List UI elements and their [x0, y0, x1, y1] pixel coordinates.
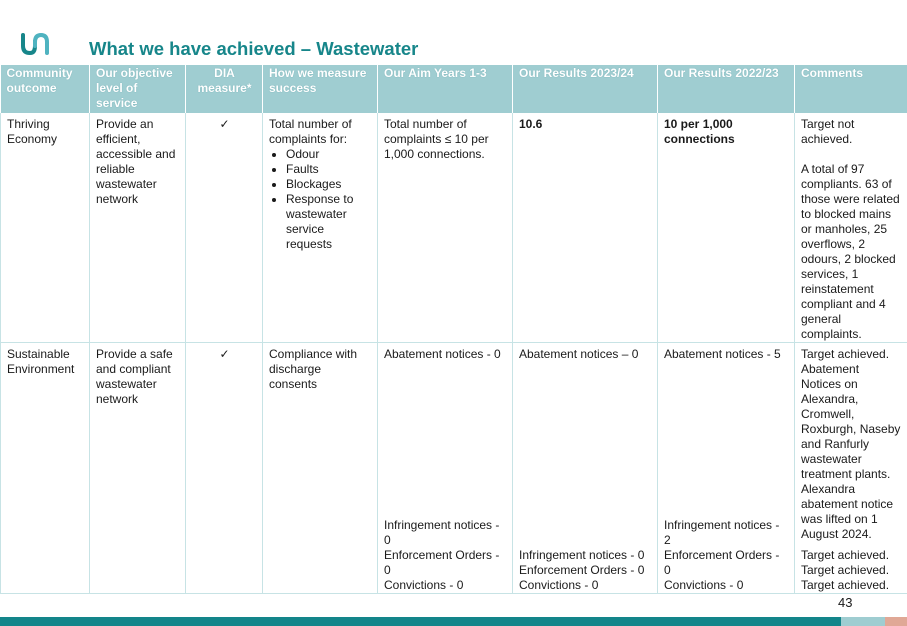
- r2324-convictions: Convictions - 0: [519, 578, 599, 592]
- comment-detail: A total of 97 compliants. 63 of those we…: [801, 162, 900, 341]
- list-item: Response to wastewater service requests: [286, 192, 372, 252]
- footer-bar-accent: [885, 617, 907, 626]
- footer-bar-light: [841, 617, 885, 626]
- comment-infringement: Target achieved.: [801, 548, 890, 562]
- aim-infringement: Infringement notices - 0: [384, 518, 500, 547]
- cell-results-2022-23: Abatement notices - 5 Infringement notic…: [657, 342, 795, 594]
- header-community-outcome: Community outcome: [0, 65, 90, 113]
- cell-aim: Abatement notices - 0 Infringement notic…: [377, 342, 513, 594]
- header-comments: Comments: [794, 65, 907, 113]
- cell-dia-check: ✓: [185, 342, 263, 594]
- header-objective: Our objective level of service: [89, 65, 186, 113]
- aim-convictions: Convictions - 0: [384, 578, 464, 592]
- table-header-row: Community outcome Our objective level of…: [0, 65, 907, 113]
- r2223-infringement: Infringement notices - 2: [664, 518, 780, 547]
- measure-list: Odour Faults Blockages Response to waste…: [269, 147, 372, 252]
- list-item: Blockages: [286, 177, 372, 192]
- comment-convictions: Target achieved.: [801, 578, 890, 592]
- cell-measure: Compliance with discharge consents: [262, 342, 378, 594]
- cell-dia-check: ✓: [185, 113, 263, 343]
- cell-results-2023-24: Abatement notices – 0 Infringement notic…: [512, 342, 658, 594]
- aim-abatement: Abatement notices - 0: [384, 347, 501, 361]
- cell-comments: Target not achieved. A total of 97 compl…: [794, 113, 907, 343]
- cell-measure: Total number of complaints for: Odour Fa…: [262, 113, 378, 343]
- footer-bar-main: [0, 617, 841, 626]
- cell-results-2022-23: 10 per 1,000 connections: [657, 113, 795, 343]
- page-number: 43: [838, 595, 853, 610]
- page-title: What we have achieved – Wastewater: [89, 38, 419, 59]
- table-row: Sustainable Environment Provide a safe a…: [0, 342, 907, 594]
- list-item: Odour: [286, 147, 372, 162]
- header-dia-measure: DIA measure*: [185, 65, 263, 113]
- list-item: Faults: [286, 162, 372, 177]
- cell-results-2023-24: 10.6: [512, 113, 658, 343]
- r2223-abatement: Abatement notices - 5: [664, 347, 781, 361]
- r2324-abatement: Abatement notices – 0: [519, 347, 639, 361]
- cell-outcome: Sustainable Environment: [0, 342, 90, 594]
- cell-comments: Target achieved. Abatement Notices on Al…: [794, 342, 907, 594]
- measure-intro: Total number of complaints for:: [269, 117, 352, 146]
- cell-objective: Provide an efficient, accessible and rel…: [89, 113, 186, 343]
- footer-bar: [0, 617, 907, 626]
- comment-enforcement: Target achieved.: [801, 563, 890, 577]
- header-how-we-measure: How we measure success: [262, 65, 378, 113]
- aim-enforcement: Enforcement Orders - 0: [384, 548, 500, 577]
- r2223-convictions: Convictions - 0: [664, 578, 744, 592]
- table-row: Thriving Economy Provide an efficient, a…: [0, 113, 907, 343]
- cell-aim: Total number of complaints ≤ 10 per 1,00…: [377, 113, 513, 343]
- cell-outcome: Thriving Economy: [0, 113, 90, 343]
- header-results-2023-24: Our Results 2023/24: [512, 65, 658, 113]
- comment-status: Target not achieved.: [801, 117, 855, 146]
- r2324-infringement: Infringement notices - 0: [519, 548, 645, 562]
- council-logo-icon: [21, 32, 49, 56]
- wastewater-results-table: Community outcome Our objective level of…: [0, 65, 907, 594]
- r2223-enforcement: Enforcement Orders - 0: [664, 548, 780, 577]
- r2324-enforcement: Enforcement Orders - 0: [519, 563, 645, 577]
- header-results-2022-23: Our Results 2022/23: [657, 65, 795, 113]
- cell-objective: Provide a safe and compliant wastewater …: [89, 342, 186, 594]
- comment-abatement: Target achieved. Abatement Notices on Al…: [801, 347, 901, 541]
- header-our-aim: Our Aim Years 1-3: [377, 65, 513, 113]
